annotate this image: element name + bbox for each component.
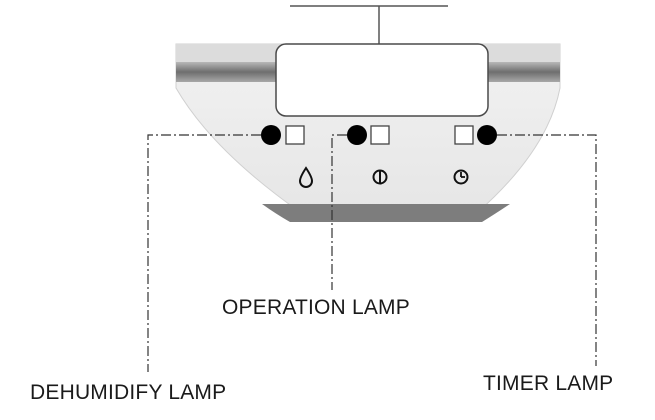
timer-leader-line bbox=[497, 134, 597, 366]
panel-bottom-band bbox=[262, 204, 510, 222]
dehumidify-button[interactable] bbox=[285, 125, 305, 145]
display-frame-lines bbox=[290, 5, 448, 44]
power-icon bbox=[372, 169, 388, 185]
operation-leader-line bbox=[331, 134, 347, 290]
dehumidify-lamp bbox=[261, 125, 281, 145]
operation-button[interactable] bbox=[370, 125, 390, 145]
timer-lamp-group bbox=[454, 125, 497, 145]
operation-lamp-label: OPERATION LAMP bbox=[222, 296, 410, 319]
dehumidify-lamp-label: DEHUMIDIFY LAMP bbox=[30, 381, 227, 404]
operation-lamp-group bbox=[347, 125, 390, 145]
timer-button[interactable] bbox=[454, 125, 474, 145]
water-drop-icon bbox=[298, 166, 314, 188]
dehumidify-leader-line bbox=[147, 134, 261, 372]
display-window bbox=[275, 43, 489, 117]
dehumidify-lamp-group bbox=[261, 125, 305, 145]
operation-lamp bbox=[347, 125, 367, 145]
timer-lamp bbox=[477, 125, 497, 145]
clock-icon bbox=[453, 169, 469, 185]
timer-lamp-label: TIMER LAMP bbox=[483, 372, 614, 395]
